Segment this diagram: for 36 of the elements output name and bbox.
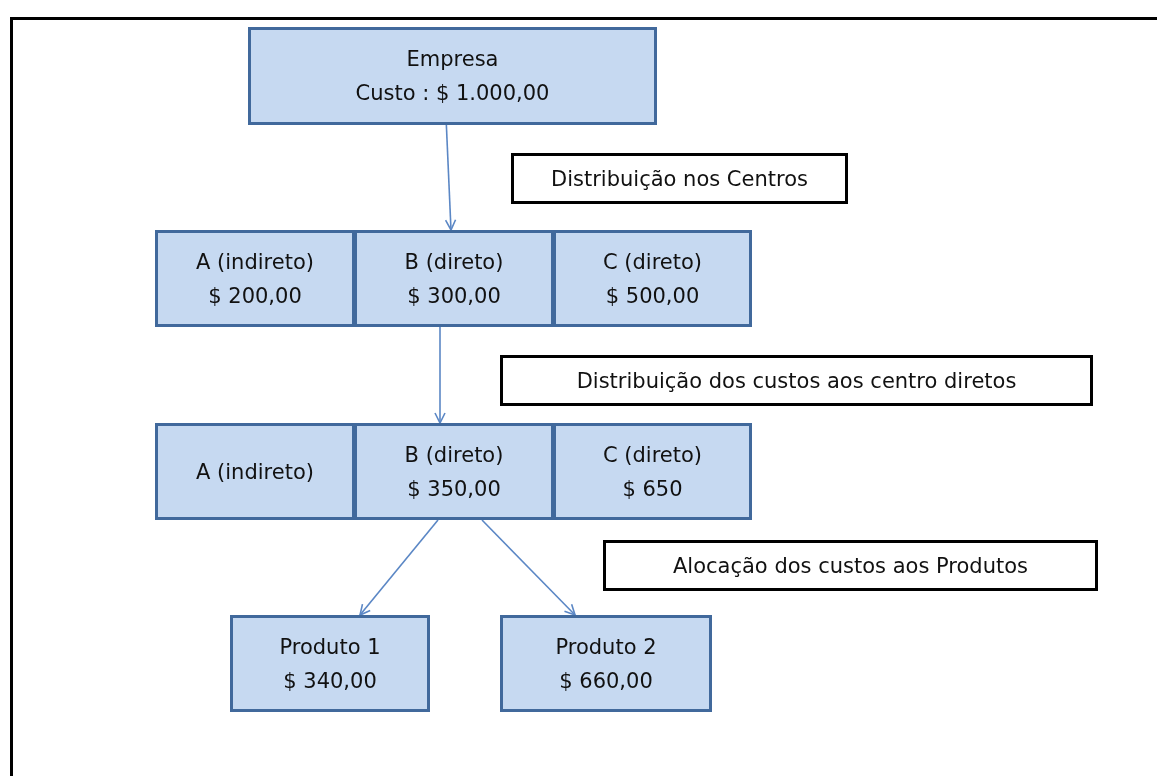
node-text: $ 650 bbox=[622, 475, 683, 503]
cost-center-box bbox=[155, 423, 355, 520]
node-text: $ 500,00 bbox=[605, 282, 700, 310]
node-text: $ 340,00 bbox=[283, 667, 377, 695]
node-text: Custo : $ 1.000,00 bbox=[355, 80, 550, 107]
node-text: A (indireto) bbox=[196, 458, 314, 486]
node-text: C (direto) bbox=[602, 248, 703, 276]
node-text: B (direto) bbox=[404, 248, 504, 276]
step-label-box bbox=[500, 355, 1093, 406]
node-text: C (direto) bbox=[602, 441, 703, 469]
step-label-box bbox=[603, 540, 1098, 591]
product-box bbox=[500, 615, 712, 712]
node-text: Distribuição dos custos aos centro diretos bbox=[576, 367, 1017, 395]
cost-center-box bbox=[553, 423, 752, 520]
node-text: $ 660,00 bbox=[559, 667, 653, 695]
arrow bbox=[359, 519, 439, 616]
arrow bbox=[481, 519, 576, 616]
cost-center-box bbox=[553, 230, 752, 327]
node-text: Produto 2 bbox=[555, 633, 657, 661]
cost-center-box bbox=[155, 230, 355, 327]
cost-center-box bbox=[354, 230, 554, 327]
arrow bbox=[434, 326, 446, 424]
product-box bbox=[230, 615, 430, 712]
node-text: Produto 1 bbox=[279, 633, 381, 661]
cost-center-box bbox=[354, 423, 554, 520]
cost-box bbox=[248, 27, 657, 125]
node-text: Empresa bbox=[406, 46, 499, 73]
node-text: B (direto) bbox=[404, 441, 504, 469]
arrow bbox=[444, 124, 457, 231]
node-text: A (indireto) bbox=[196, 248, 314, 276]
node-text: Alocação dos custos aos Produtos bbox=[673, 552, 1028, 580]
node-text: Distribuição nos Centros bbox=[551, 165, 808, 193]
node-text: $ 350,00 bbox=[407, 475, 501, 503]
node-text: $ 300,00 bbox=[407, 282, 501, 310]
step-label-box bbox=[511, 153, 848, 204]
node-text: $ 200,00 bbox=[208, 282, 302, 310]
